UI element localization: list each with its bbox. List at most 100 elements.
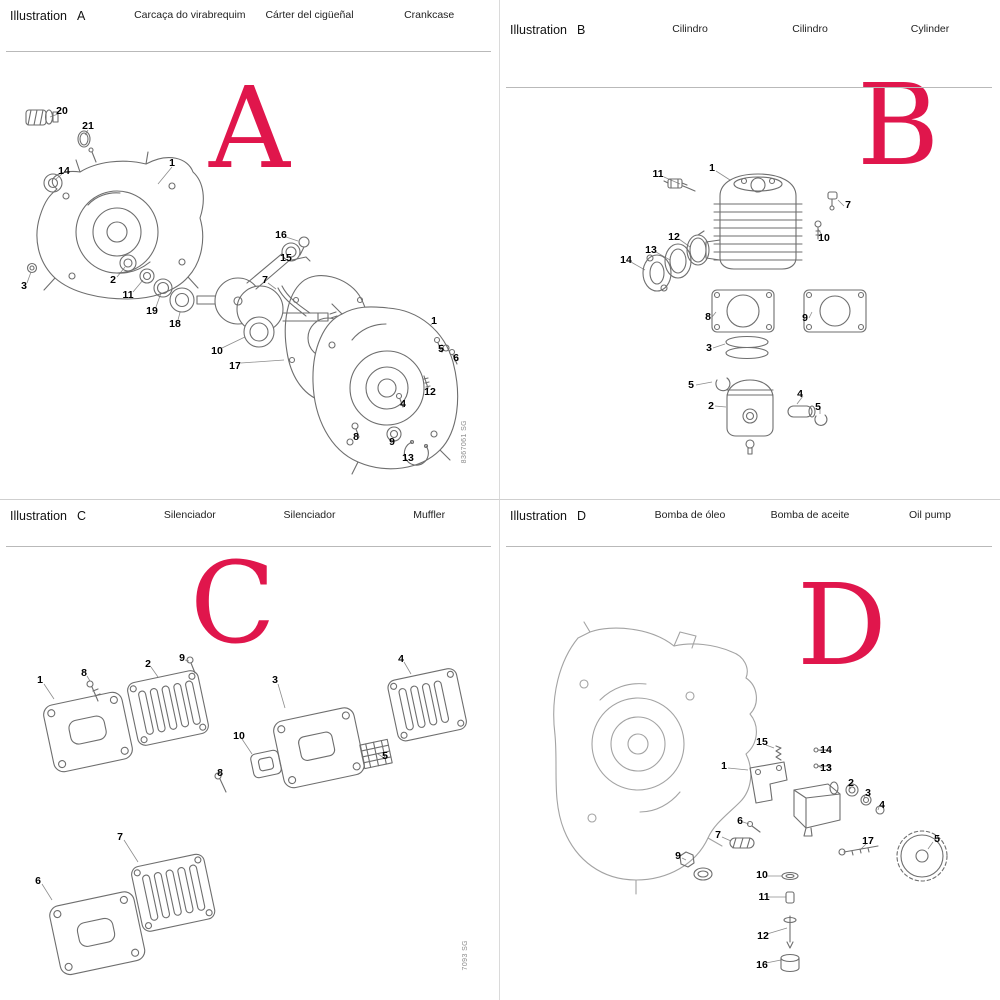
part-callout: 2 [110, 274, 116, 286]
section-letter-c: C [190, 539, 276, 669]
section-letter-d: D [797, 561, 887, 691]
illustration-letter: B [576, 23, 586, 37]
part-callout: 8 [217, 767, 223, 779]
part-callout: 12 [668, 231, 680, 243]
illustration-letter: A [76, 9, 86, 23]
part-callout: 13 [645, 244, 657, 256]
part-callout: 5 [815, 401, 821, 413]
label-portuguese: Bomba de óleo [654, 509, 726, 521]
part-callout: 15 [280, 252, 292, 264]
part-callout: 13 [402, 452, 414, 464]
part-callout: 1 [721, 760, 727, 772]
part-callout: 3 [272, 674, 278, 686]
part-callout: 9 [389, 436, 395, 448]
part-callout: 10 [233, 730, 245, 742]
part-callout: 14 [58, 165, 70, 177]
part-callout: 1 [431, 315, 437, 327]
part-callout: 10 [756, 869, 768, 881]
muffler-exploded-diagram [41, 656, 467, 976]
part-callout: 21 [82, 120, 94, 132]
part-callout: 13 [820, 762, 832, 774]
illustration-letter: C [76, 509, 87, 523]
part-callout: 12 [424, 386, 436, 398]
part-callout: 15 [756, 736, 768, 748]
label-portuguese: Silenciador [163, 509, 216, 521]
part-callout: 4 [400, 398, 406, 410]
part-callout: 7 [117, 831, 123, 843]
illustration-c-title: Illustration C [10, 509, 130, 523]
illustration-word: Illustration [510, 509, 567, 523]
part-callout: 14 [620, 254, 632, 266]
label-spanish: Cárter del cigüeñal [265, 9, 354, 21]
drawing-code: 7093 SG [462, 940, 469, 971]
part-callout: 4 [398, 653, 404, 665]
oil-pump-exploded-diagram [553, 621, 948, 973]
part-callout: 5 [688, 379, 694, 391]
part-callout: 3 [21, 280, 27, 292]
part-callout: 11 [122, 289, 134, 301]
part-callout: 7 [262, 274, 268, 286]
label-english: Oil pump [908, 509, 951, 521]
illustration-word: Illustration [510, 23, 567, 37]
part-callout: 8 [705, 311, 711, 323]
part-callout: 5 [382, 750, 388, 762]
label-english: Crankcase [404, 9, 455, 21]
label-english: Muffler [413, 509, 446, 521]
part-callout: 14 [820, 744, 832, 756]
part-callout: 9 [179, 652, 185, 664]
part-callout: 6 [453, 352, 459, 364]
part-callout: 7 [845, 199, 851, 211]
label-english: Cylinder [910, 23, 950, 35]
part-callout: 9 [802, 312, 808, 324]
illustration-c-header: Illustration C Silenciador Silenciador Mu… [6, 500, 491, 547]
label-spanish: Cilindro [792, 23, 828, 35]
part-callout: 17 [229, 360, 241, 372]
part-callout: 9 [675, 850, 681, 862]
illustration-letter: D [576, 509, 587, 523]
illustration-b-header: Illustration B Cilindro Cilindro Cylinder [506, 0, 992, 88]
illustration-b-title: Illustration B [510, 23, 630, 37]
part-callout: 4 [879, 799, 885, 811]
label-portuguese: Carcaça do virabrequim [134, 9, 246, 21]
part-callout: 6 [737, 815, 743, 827]
crankcase-exploded-diagram [25, 109, 459, 475]
part-callout: 3 [706, 342, 712, 354]
part-callout: 12 [757, 930, 769, 942]
part-callout: 19 [146, 305, 158, 317]
part-callout: 2 [708, 400, 714, 412]
part-callout: 10 [211, 345, 223, 357]
illustration-d-title: Illustration D [510, 509, 630, 523]
label-spanish: Silenciador [283, 509, 336, 521]
part-callout: 11 [652, 168, 664, 180]
part-callout: 8 [353, 431, 359, 443]
part-callout: 5 [934, 833, 940, 845]
part-callout: 2 [848, 777, 854, 789]
section-letter-a: A [209, 64, 290, 194]
label-spanish: Bomba de aceite [770, 509, 850, 521]
part-callout: 5 [438, 343, 444, 355]
part-callout: 18 [169, 318, 181, 330]
drawing-code: 8367061 SG [461, 420, 468, 464]
part-callout: 20 [56, 105, 68, 117]
part-callout: 10 [818, 232, 830, 244]
part-callout: 16 [756, 959, 768, 971]
part-callout: 6 [35, 875, 41, 887]
part-callout: 11 [758, 891, 770, 903]
illustration-word: Illustration [10, 509, 67, 523]
part-callout: 8 [81, 667, 87, 679]
cylinder-exploded-diagram [630, 170, 867, 455]
part-callout: 3 [865, 787, 871, 799]
part-callout: 1 [169, 157, 175, 169]
label-portuguese: Cilindro [672, 23, 708, 35]
section-letter-b: B [857, 61, 940, 191]
part-callout: 17 [862, 835, 874, 847]
part-callout: 2 [145, 658, 151, 670]
illustration-d-header: Illustration D Bomba de óleo Bomba de ace… [506, 500, 992, 547]
